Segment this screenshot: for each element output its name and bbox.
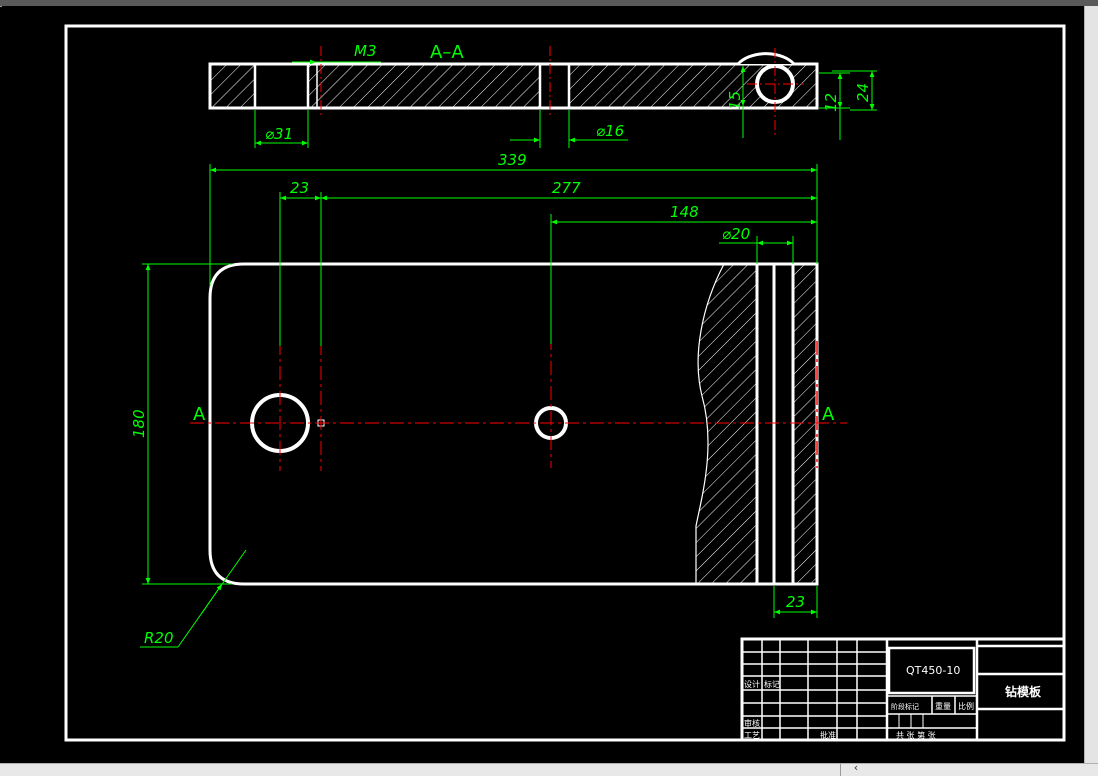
d20-label: ⌀20	[722, 225, 750, 243]
len339-label: 339	[498, 151, 527, 169]
h180-label: 180	[130, 409, 148, 438]
section-mark-right: A	[822, 404, 835, 425]
section-dimensions: A–A M3 ⌀31 ⌀16 15	[254, 42, 877, 148]
part-name-text: 钻模板	[1005, 684, 1042, 699]
plan-outline	[208, 262, 819, 586]
drawing-canvas[interactable]: A–A M3 ⌀31 ⌀16 15	[2, 6, 1084, 763]
d16-label: ⌀16	[596, 122, 624, 140]
cell-scale: 比例	[958, 701, 974, 711]
plan-break-line	[695, 263, 725, 584]
cell-stage: 阶段标记	[891, 702, 919, 711]
len277-label: 277	[552, 179, 581, 197]
title-block	[740, 637, 1066, 742]
plan-view: A A	[190, 262, 847, 586]
section-view	[208, 46, 819, 136]
cell-sheet: 共 张 第 张	[896, 730, 936, 740]
w23-label: 23	[786, 593, 805, 611]
h24-label: 24	[854, 83, 872, 102]
r20-label: R20	[144, 629, 174, 647]
title-block-text: QT450-10 钻模板 设计 标记 阶段标记 重量 比例 审核 工艺 批准 共…	[744, 664, 1042, 740]
section-outline	[208, 62, 819, 110]
section-mark-left: A	[193, 404, 206, 425]
plan-side-hatch	[793, 264, 816, 584]
d31-label: ⌀31	[265, 125, 293, 143]
section-hatch-left	[210, 64, 255, 108]
material-text: QT450-10	[906, 664, 960, 677]
drawing-frame	[64, 24, 1066, 742]
revision-grid	[742, 639, 889, 740]
len23-label: 23	[290, 179, 309, 197]
cell-approve: 批准	[820, 730, 836, 740]
plan-hatch	[696, 264, 757, 584]
cell-review: 审核	[744, 718, 760, 728]
horizontal-scrollbar[interactable]: ‹	[0, 761, 1098, 776]
cell-design: 设计	[744, 679, 760, 689]
len148-label: 148	[670, 203, 699, 221]
drawing-svg: A–A M3 ⌀31 ⌀16 15	[64, 24, 1066, 742]
section-hatch-mid	[308, 64, 540, 108]
cell-process: 工艺	[744, 731, 760, 740]
material-cell	[887, 646, 976, 695]
m3-label: M3	[354, 42, 377, 60]
r20-arrow	[201, 583, 223, 614]
plan-dimensions: 339 23 277 148 ⌀20	[130, 151, 818, 648]
h15-label: 15	[726, 91, 744, 110]
vertical-scrollbar[interactable]	[1084, 6, 1098, 763]
scrollbar-divider	[840, 764, 841, 776]
scroll-left-icon[interactable]: ‹	[853, 761, 859, 774]
pin-boss-outline	[736, 52, 796, 66]
cell-weight: 重量	[935, 701, 951, 711]
cell-mark: 标记	[764, 679, 780, 689]
h12-label: 12	[822, 93, 840, 112]
section-label: A–A	[430, 42, 464, 63]
